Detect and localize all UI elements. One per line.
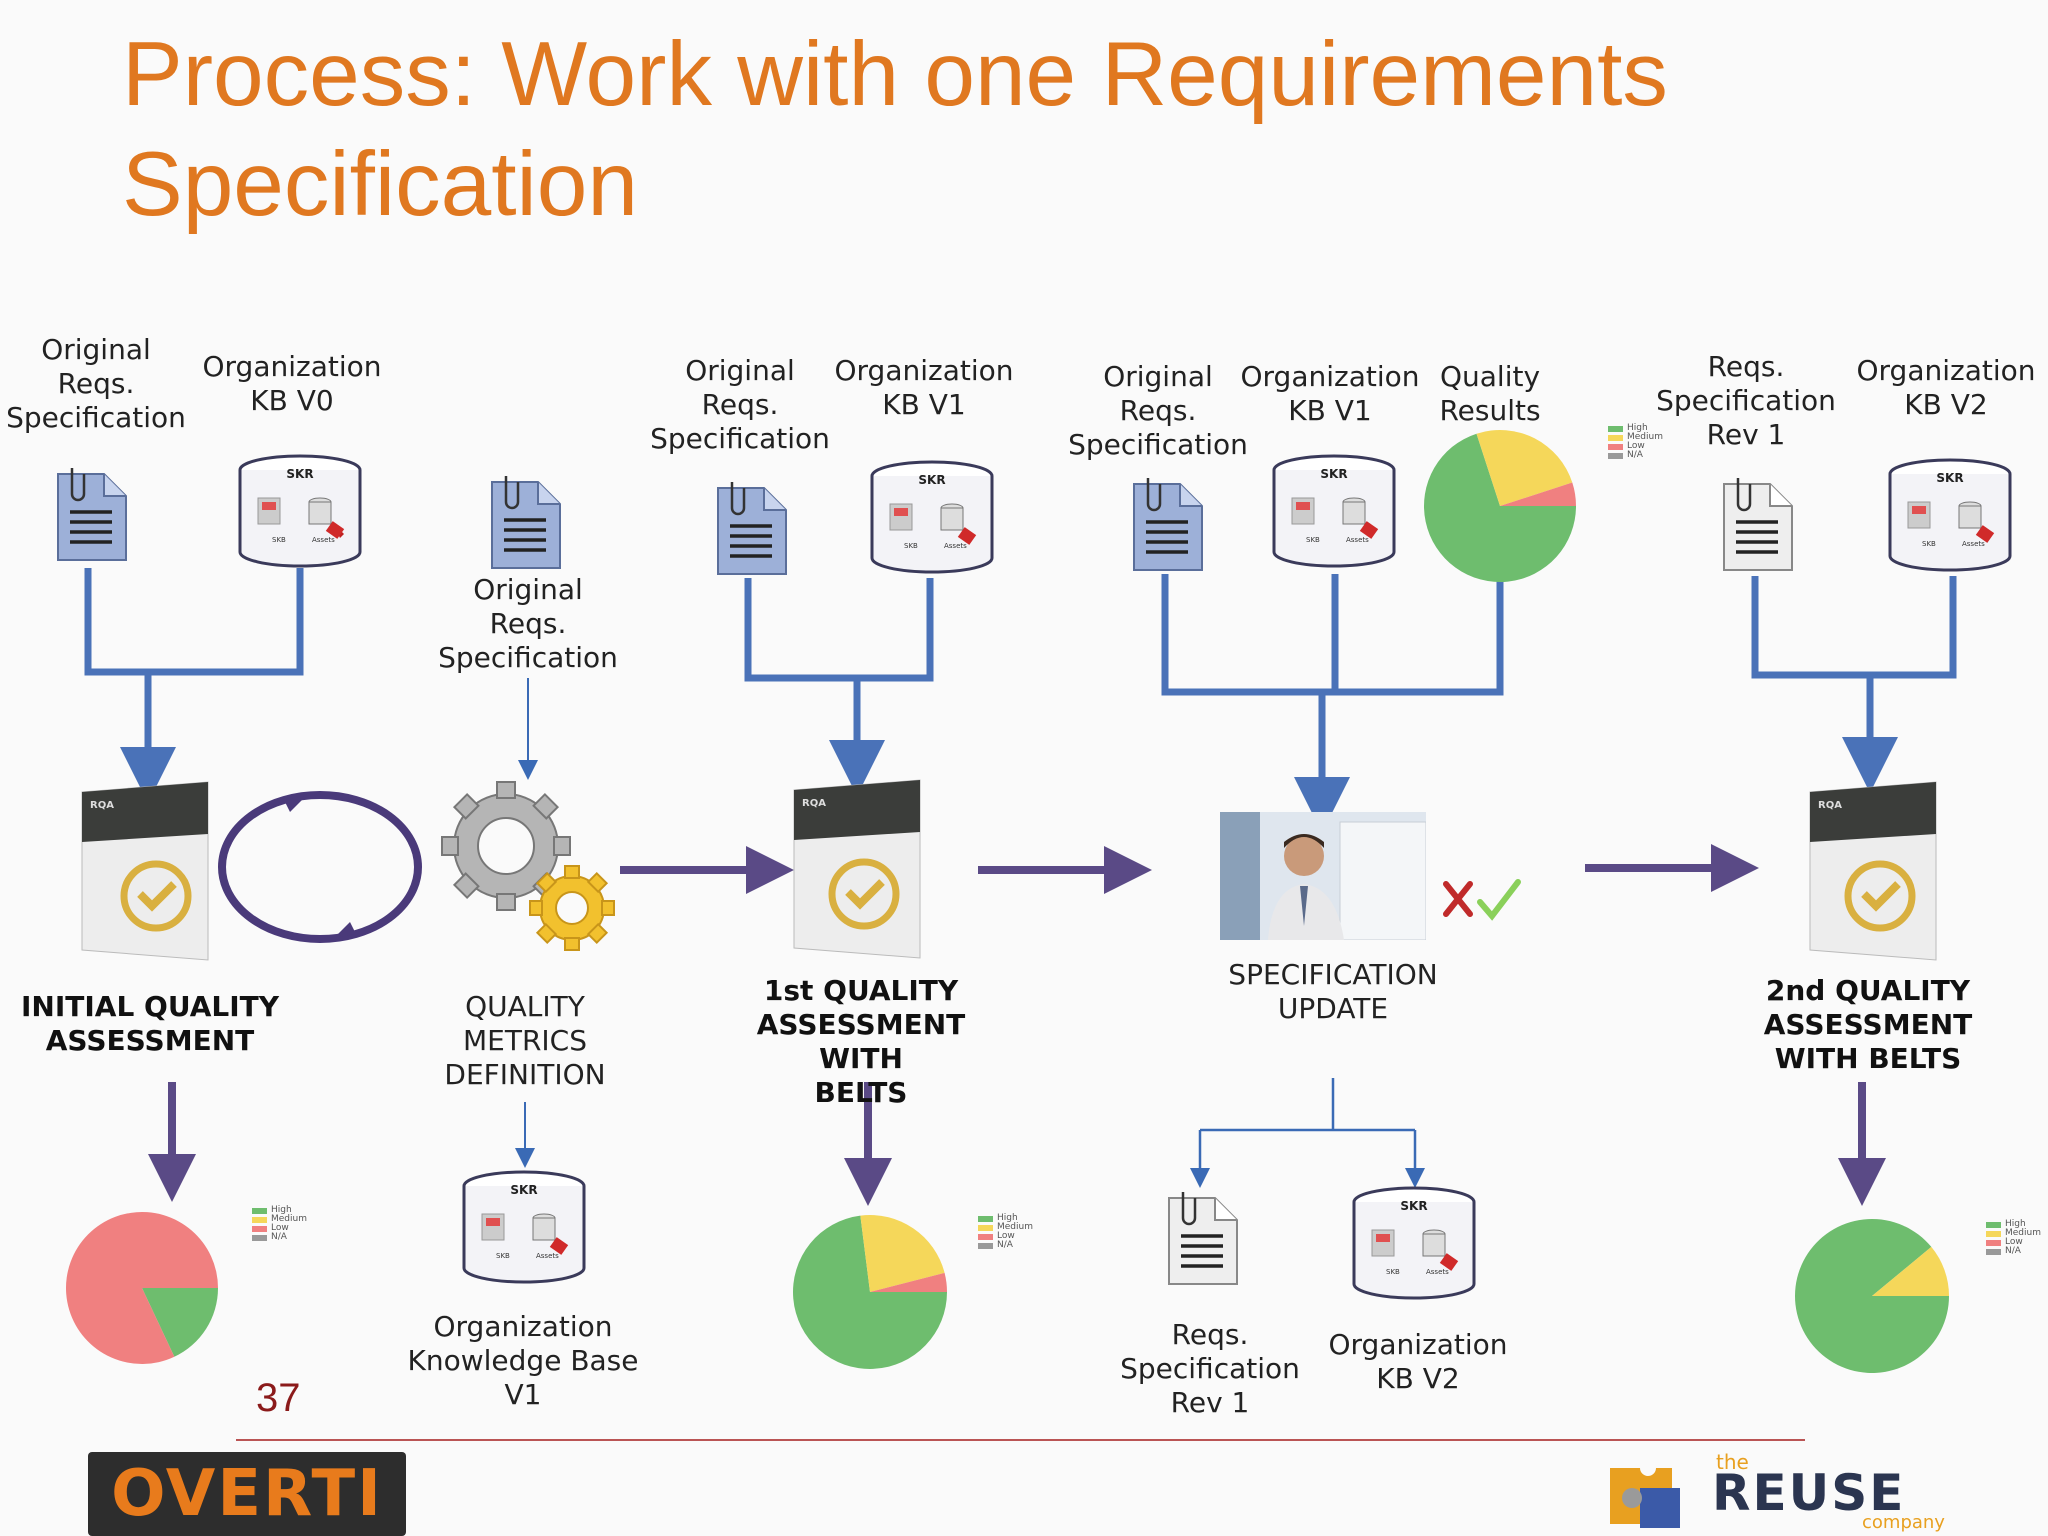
input-label: Reqs. Specification Rev 1 <box>1656 350 1836 451</box>
slide-title: Process: Work with one Requirements Spec… <box>122 24 1668 235</box>
pie-slice-medium <box>1872 1246 1949 1296</box>
svg-text:SKB: SKB <box>1386 1268 1400 1276</box>
svg-text:RQA: RQA <box>1818 800 1842 811</box>
pie-slice-medium <box>860 1215 945 1292</box>
knowledge-base-icon: SKR SKB Assets <box>238 454 362 568</box>
document-icon <box>491 476 561 569</box>
svg-text:SKR: SKR <box>510 1183 537 1197</box>
connector-step4 <box>1161 574 1504 800</box>
svg-text:Assets: Assets <box>1346 536 1369 544</box>
svg-text:Assets: Assets <box>536 1252 559 1260</box>
svg-text:SKB: SKB <box>1922 540 1936 548</box>
connector-step1 <box>84 568 304 770</box>
knowledge-base-icon: SKR SKB Assets <box>1888 458 2012 572</box>
document-icon <box>1723 478 1793 571</box>
svg-text:SKB: SKB <box>1306 536 1320 544</box>
document-icon <box>1133 478 1203 571</box>
connector-step5 <box>1751 576 1957 760</box>
input-label: Organization KB V1 <box>834 354 1014 421</box>
product-box-icon: RQA <box>1809 781 1937 961</box>
pie-slice-medium <box>1476 430 1573 506</box>
output-label: Organization KB V2 <box>1328 1328 1508 1395</box>
chart-legend: High Medium Low N/A <box>978 1214 1033 1250</box>
second-assessment-pie-chart <box>1795 1219 1949 1373</box>
svg-text:SKB: SKB <box>904 542 918 550</box>
gears-icon <box>441 781 615 951</box>
input-label: Organization KB V0 <box>202 350 382 417</box>
input-label: Organization KB V1 <box>1240 360 1420 427</box>
pie-slice-high <box>1424 433 1576 582</box>
reuse-company-logo: the REUSE company <box>1600 1450 1970 1534</box>
svg-text:SKB: SKB <box>496 1252 510 1260</box>
cycle-loop-icon <box>218 791 422 943</box>
chart-legend: High Medium Low N/A <box>252 1206 307 1242</box>
svg-text:Assets: Assets <box>944 542 967 550</box>
svg-text:SKR: SKR <box>1320 467 1347 481</box>
svg-text:RQA: RQA <box>802 798 826 809</box>
overti-logo: OVERTI <box>88 1452 406 1536</box>
product-box-icon: RQA <box>793 779 921 959</box>
document-icon <box>1168 1192 1238 1285</box>
step-title: 2nd QUALITY ASSESSMENT WITH BELTS <box>1763 974 1973 1075</box>
connector-update-split <box>1198 1078 1417 1175</box>
pie-slice-low <box>66 1212 218 1364</box>
input-label: Organization KB V2 <box>1856 354 2036 421</box>
product-box-icon: RQA <box>81 781 209 961</box>
document-icon <box>717 482 787 575</box>
knowledge-base-icon: SKR SKB Assets <box>462 1170 586 1284</box>
chart-legend: High Medium Low N/A <box>1608 424 1663 460</box>
quality-results-pie-chart <box>1424 430 1576 582</box>
step-title: 1st QUALITY ASSESSMENT WITH BELTS <box>756 974 966 1109</box>
pie-slice-high <box>142 1288 218 1357</box>
puzzle-icon <box>1610 1468 1680 1528</box>
initial-assessment-pie-chart <box>66 1212 218 1364</box>
svg-text:SKR: SKR <box>1400 1199 1427 1213</box>
input-label: Original Reqs. Specification <box>1068 360 1248 461</box>
input-label: Original Reqs. Specification <box>6 333 186 434</box>
svg-text:RQA: RQA <box>90 800 114 811</box>
svg-text:SKR: SKR <box>1936 471 1963 485</box>
knowledge-base-icon: SKR SKB Assets <box>1352 1186 1476 1300</box>
knowledge-base-icon: SKR SKB Assets <box>870 460 994 574</box>
pie-slice-high <box>793 1215 947 1369</box>
page-number: 37 <box>256 1376 301 1420</box>
connector-step3 <box>744 578 934 762</box>
pie-slice-low <box>870 1272 947 1292</box>
svg-text:SKR: SKR <box>286 467 313 481</box>
pie-slice-low <box>1500 482 1576 506</box>
document-icon <box>57 468 127 561</box>
first-assessment-pie-chart <box>793 1215 947 1369</box>
knowledge-base-icon: SKR SKB Assets <box>1272 454 1396 568</box>
step-title: QUALITY METRICS DEFINITION <box>444 990 606 1091</box>
output-label: Reqs. Specification Rev 1 <box>1120 1318 1300 1419</box>
svg-text:Assets: Assets <box>1426 1268 1449 1276</box>
svg-text:SKB: SKB <box>272 536 286 544</box>
output-label: Organization Knowledge Base V1 <box>407 1310 639 1411</box>
step-title: SPECIFICATION UPDATE <box>1228 958 1438 1025</box>
step-title: INITIAL QUALITY ASSESSMENT <box>20 990 280 1057</box>
svg-text:SKR: SKR <box>918 473 945 487</box>
svg-text:Assets: Assets <box>1962 540 1985 548</box>
input-label: Quality Results <box>1439 360 1541 427</box>
person-at-computer-icon <box>1220 812 1426 940</box>
input-label: Original Reqs. Specification <box>438 573 618 674</box>
svg-text:Assets: Assets <box>312 536 335 544</box>
reject-accept-icon <box>1443 879 1521 921</box>
input-label: Original Reqs. Specification <box>650 354 830 455</box>
chart-legend: High Medium Low N/A <box>1986 1220 2041 1256</box>
